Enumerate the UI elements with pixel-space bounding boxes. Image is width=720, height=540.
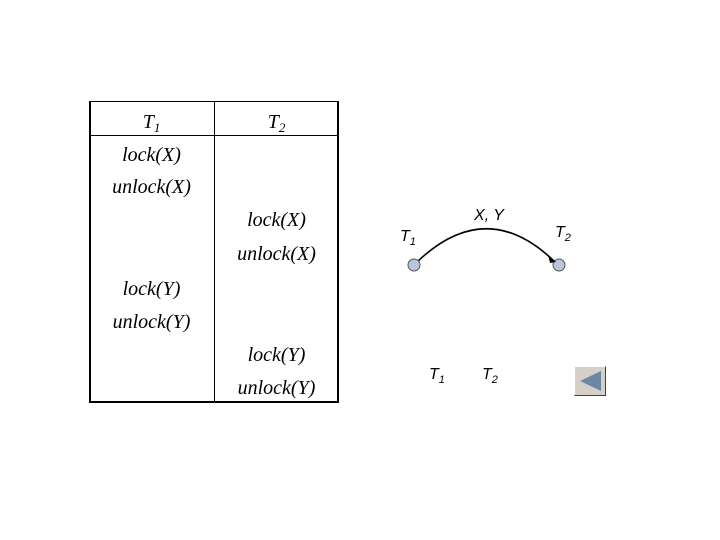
arrow-head bbox=[548, 255, 556, 263]
t1-op-lock-x: lock(X) bbox=[122, 144, 181, 166]
t1-op-unlock-x: unlock(X) bbox=[112, 176, 191, 198]
header-rule bbox=[89, 135, 339, 136]
back-button[interactable] bbox=[574, 366, 606, 396]
graph-node-label-t1: T1 bbox=[400, 228, 416, 248]
graph-edge-label: X, Y bbox=[474, 207, 504, 224]
serial-order-t1: T1 bbox=[429, 366, 445, 386]
t2-op-unlock-y: unlock(Y) bbox=[237, 377, 316, 399]
serial-order-t2: T2 bbox=[482, 366, 498, 386]
t1-op-unlock-y: unlock(Y) bbox=[112, 311, 191, 333]
graph-node-t1 bbox=[407, 258, 421, 272]
header-t2: T2 bbox=[267, 111, 286, 135]
triangle-left-icon bbox=[580, 371, 601, 391]
graph-node-t2 bbox=[552, 258, 566, 272]
graph-edge bbox=[415, 227, 556, 264]
graph-node-label-t2: T2 bbox=[555, 224, 571, 244]
t1-op-lock-y: lock(Y) bbox=[122, 278, 181, 300]
t2-op-lock-y: lock(Y) bbox=[247, 344, 306, 366]
header-t1: T1 bbox=[142, 111, 161, 135]
t2-op-unlock-x: unlock(X) bbox=[237, 243, 316, 265]
column-divider bbox=[214, 101, 215, 403]
t2-op-lock-x: lock(X) bbox=[247, 209, 306, 231]
